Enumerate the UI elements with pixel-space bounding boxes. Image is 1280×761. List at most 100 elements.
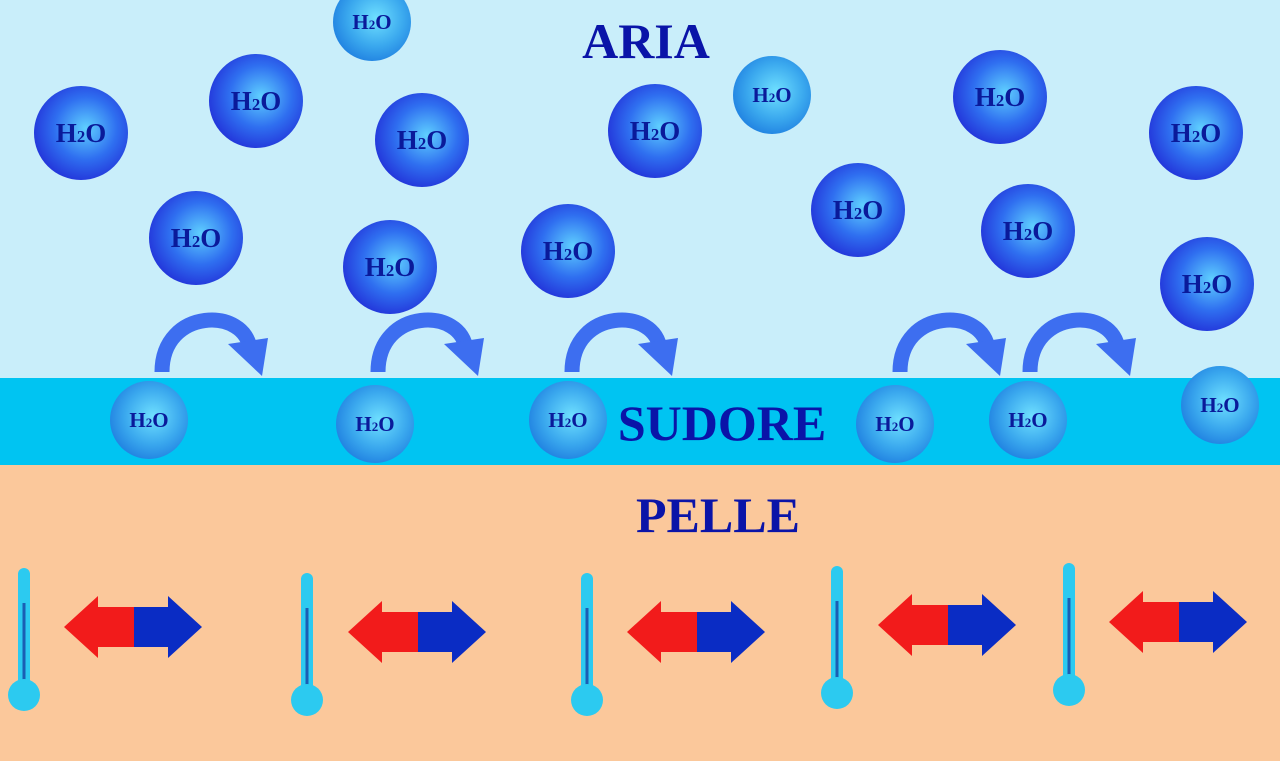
heat-arrow-left xyxy=(64,596,134,658)
thermometer xyxy=(571,573,603,716)
water-molecule: H2O xyxy=(149,191,243,285)
heat-arrow-right xyxy=(948,594,1016,656)
water-molecule: H2O xyxy=(608,84,702,178)
thermometer-bulb xyxy=(291,684,323,716)
heat-arrow-left xyxy=(348,601,418,663)
molecule-formula: H2O xyxy=(1200,393,1239,417)
thermometer-scale xyxy=(305,608,309,685)
molecule-formula: H2O xyxy=(543,236,593,266)
heat-exchange-arrow xyxy=(64,596,202,658)
water-molecule: H2O xyxy=(1149,86,1243,180)
molecule-formula: H2O xyxy=(171,223,221,253)
molecule-circle xyxy=(733,56,811,134)
molecule-circle xyxy=(521,204,615,298)
heat-exchange-arrow xyxy=(1109,591,1247,653)
molecule-circle xyxy=(529,381,607,459)
molecule-circle xyxy=(981,184,1075,278)
thermometer-bulb xyxy=(8,679,40,711)
thermometer-bulb xyxy=(1053,674,1085,706)
molecule-formula: H2O xyxy=(355,412,394,436)
molecule-formula: H2O xyxy=(875,412,914,436)
evaporation-arrow-shaft xyxy=(1022,312,1126,373)
molecule-circle xyxy=(1149,86,1243,180)
evaporation-arrow-head xyxy=(966,338,1006,376)
thermometer xyxy=(821,566,853,709)
thermometer xyxy=(8,568,40,711)
molecule-circle xyxy=(149,191,243,285)
molecule-formula: H2O xyxy=(630,116,680,146)
molecule-formula: H2O xyxy=(56,118,106,148)
thermometer xyxy=(291,573,323,716)
evaporation-arrows xyxy=(154,312,1136,376)
molecule-formula: H2O xyxy=(752,83,791,107)
evaporation-arrow-head xyxy=(228,338,268,376)
water-molecule: H2O xyxy=(1181,366,1259,444)
heat-arrow-left xyxy=(1109,591,1179,653)
evaporation-arrow xyxy=(892,312,1006,376)
evaporation-arrow-head xyxy=(1096,338,1136,376)
water-molecule: H2O xyxy=(375,93,469,187)
molecule-circle xyxy=(608,84,702,178)
evaporation-arrow-head xyxy=(444,338,484,376)
molecule-circle xyxy=(375,93,469,187)
molecule-formula: H2O xyxy=(1003,216,1053,246)
water-molecule: H2O xyxy=(953,50,1047,144)
heat-arrow-left xyxy=(627,601,697,663)
air-label: ARIA xyxy=(582,13,710,69)
evaporation-arrow-shaft xyxy=(892,312,996,373)
molecule-circle xyxy=(333,0,411,61)
evaporation-arrow-shaft xyxy=(370,312,474,373)
heat-exchange-arrow xyxy=(878,594,1016,656)
heat-exchange-arrow xyxy=(348,601,486,663)
thermometer-scale xyxy=(22,603,26,680)
thermometer-bulb xyxy=(821,677,853,709)
water-molecule: H2O xyxy=(336,385,414,463)
heat-exchange-arrows xyxy=(64,591,1247,663)
molecule-circle xyxy=(856,385,934,463)
molecule-formula: H2O xyxy=(1171,118,1221,148)
evaporation-arrow-shaft xyxy=(154,312,258,373)
water-molecule: H2O xyxy=(733,56,811,134)
evaporation-arrow-shaft xyxy=(564,312,668,373)
heat-arrow-right xyxy=(134,596,202,658)
evaporation-arrow xyxy=(1022,312,1136,376)
skin-label: PELLE xyxy=(636,487,800,543)
water-molecule: H2O xyxy=(529,381,607,459)
water-molecule: H2O xyxy=(989,381,1067,459)
water-molecule: H2O xyxy=(343,220,437,314)
molecule-circle xyxy=(953,50,1047,144)
thermometer xyxy=(1053,563,1085,706)
molecule-formula: H2O xyxy=(975,82,1025,112)
water-molecule: H2O xyxy=(209,54,303,148)
heat-arrow-right xyxy=(1179,591,1247,653)
water-molecule: H2O xyxy=(333,0,411,61)
heat-arrow-right xyxy=(418,601,486,663)
molecule-formula: H2O xyxy=(833,195,883,225)
water-molecule: H2O xyxy=(856,385,934,463)
molecule-formula: H2O xyxy=(129,408,168,432)
water-molecule: H2O xyxy=(34,86,128,180)
water-molecule: H2O xyxy=(1160,237,1254,331)
molecule-formula: H2O xyxy=(352,10,391,34)
molecule-circle xyxy=(34,86,128,180)
thermometer-bulb xyxy=(571,684,603,716)
thermometer-scale xyxy=(835,601,839,678)
molecule-circle xyxy=(1160,237,1254,331)
molecule-circle xyxy=(1181,366,1259,444)
molecule-circle xyxy=(209,54,303,148)
water-molecule: H2O xyxy=(811,163,905,257)
molecule-formula: H2O xyxy=(397,125,447,155)
thermometer-scale xyxy=(585,608,589,685)
evaporation-arrow xyxy=(154,312,268,376)
molecule-formula: H2O xyxy=(231,86,281,116)
molecule-circle xyxy=(336,385,414,463)
thermometer-scale xyxy=(1067,598,1071,675)
water-molecule: H2O xyxy=(110,381,188,459)
molecule-formula: H2O xyxy=(365,252,415,282)
sweat-label: SUDORE xyxy=(618,395,826,451)
water-molecule: H2O xyxy=(521,204,615,298)
molecule-circle xyxy=(989,381,1067,459)
water-molecules: H2O H2O H2O H2O H2O H2O H2O H2O H2O H2O H2O H2O H2O H… xyxy=(34,0,1259,463)
molecule-circle xyxy=(811,163,905,257)
